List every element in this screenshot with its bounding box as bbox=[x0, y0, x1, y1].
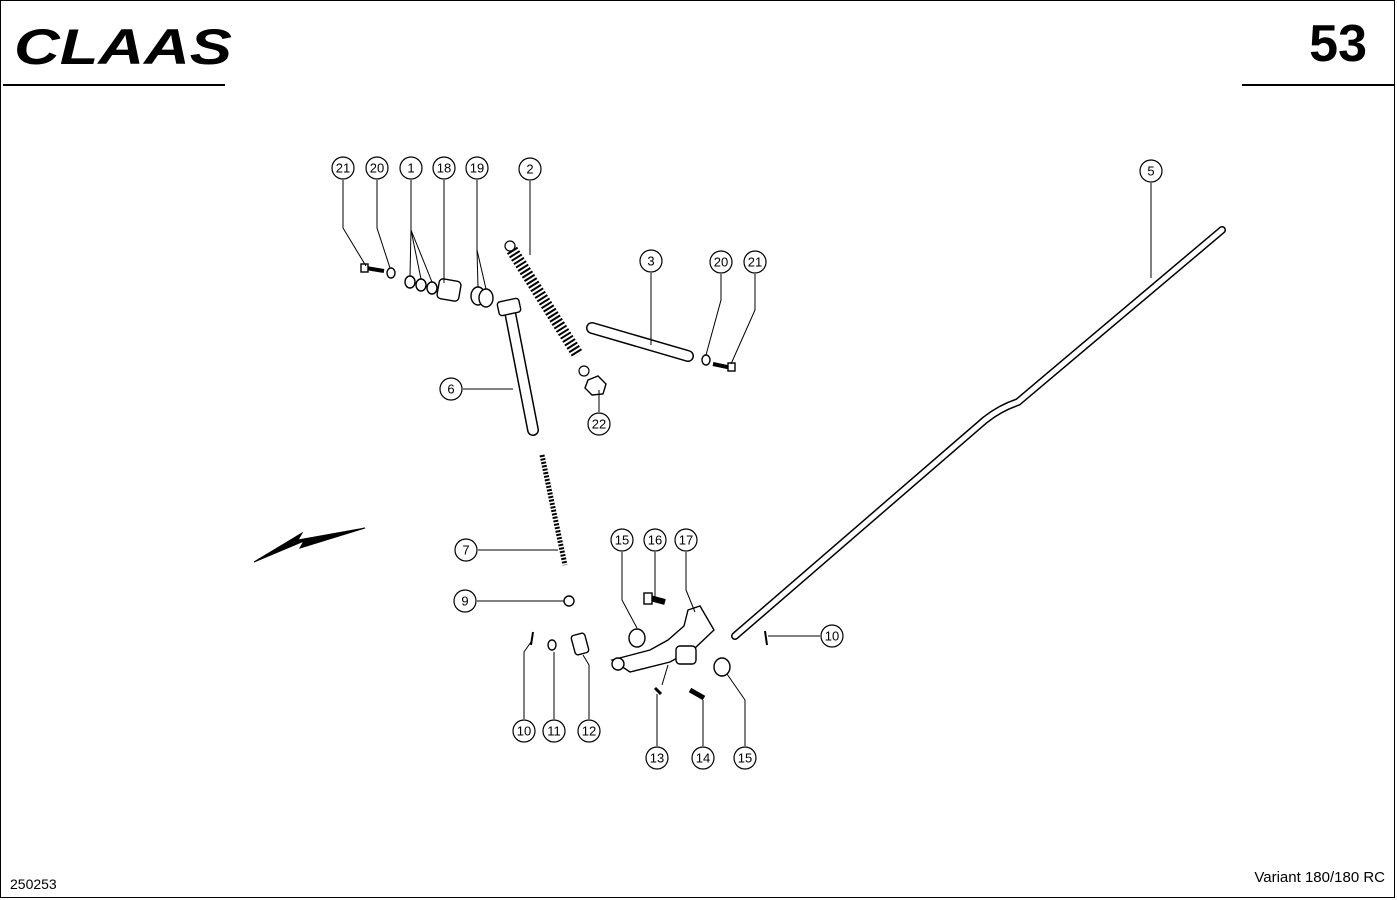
part-washer-20-upper bbox=[386, 267, 396, 279]
svg-text:7: 7 bbox=[462, 543, 469, 558]
svg-text:5: 5 bbox=[1147, 164, 1154, 179]
claas-logo: CLAAS bbox=[12, 19, 237, 75]
document-number: 250253 bbox=[10, 876, 57, 892]
callout-18: 18 bbox=[432, 156, 456, 180]
callout-15-upper: 15 bbox=[610, 528, 634, 552]
callout-21-upper: 21 bbox=[331, 156, 355, 180]
svg-text:11: 11 bbox=[547, 724, 561, 739]
part-washer-11 bbox=[547, 639, 557, 651]
page-number-underline bbox=[1242, 84, 1395, 86]
part-clevis-12 bbox=[570, 632, 590, 656]
svg-text:17: 17 bbox=[679, 533, 693, 548]
callout-14: 14 bbox=[691, 746, 715, 770]
svg-text:1: 1 bbox=[407, 161, 414, 176]
svg-text:9: 9 bbox=[461, 594, 468, 609]
callout-17: 17 bbox=[674, 528, 698, 552]
logo-underline bbox=[3, 84, 225, 86]
part-rod-5 bbox=[731, 226, 1226, 640]
callout-22: 22 bbox=[587, 412, 611, 436]
part-bolt-21-right bbox=[712, 362, 736, 372]
svg-text:20: 20 bbox=[714, 255, 728, 270]
part-pin-6 bbox=[496, 297, 539, 436]
svg-text:CLAAS: CLAAS bbox=[14, 22, 232, 70]
callout-7: 7 bbox=[454, 538, 478, 562]
svg-text:12: 12 bbox=[582, 724, 596, 739]
part-spring-2 bbox=[504, 240, 590, 377]
part-pin-13 bbox=[653, 686, 663, 696]
callout-10-left: 10 bbox=[512, 719, 536, 743]
callout-15-lower: 15 bbox=[733, 746, 757, 770]
svg-text:10: 10 bbox=[825, 629, 839, 644]
leader-lines bbox=[342, 180, 1152, 746]
part-threaded-rod-7 bbox=[539, 454, 568, 566]
callout-3: 3 bbox=[639, 249, 663, 273]
part-bushing-19 bbox=[470, 286, 494, 308]
svg-text:10: 10 bbox=[517, 724, 531, 739]
part-lever-17 bbox=[610, 605, 715, 673]
page-number: 53 bbox=[1309, 15, 1367, 73]
callout-12: 12 bbox=[577, 719, 601, 743]
svg-text:13: 13 bbox=[650, 751, 664, 766]
svg-text:15: 15 bbox=[615, 533, 629, 548]
callout-13: 13 bbox=[645, 746, 669, 770]
svg-text:18: 18 bbox=[437, 161, 451, 176]
part-nut-22 bbox=[584, 375, 607, 396]
callout-11: 11 bbox=[542, 719, 566, 743]
part-bolt-21-upper bbox=[360, 263, 385, 273]
callout-20-right: 20 bbox=[709, 250, 733, 274]
callout-10-right: 10 bbox=[820, 624, 844, 648]
part-nut-9 bbox=[563, 595, 575, 607]
callout-16: 16 bbox=[643, 528, 667, 552]
svg-text:21: 21 bbox=[748, 255, 762, 270]
part-bushing-15-upper bbox=[628, 628, 646, 648]
svg-text:16: 16 bbox=[648, 533, 662, 548]
svg-text:22: 22 bbox=[592, 417, 606, 432]
part-rod-3 bbox=[586, 322, 694, 362]
part-bushing-15-lower bbox=[713, 657, 731, 677]
svg-text:2: 2 bbox=[526, 162, 533, 177]
callout-2: 2 bbox=[518, 157, 542, 181]
svg-text:3: 3 bbox=[647, 254, 654, 269]
part-cotter-pin-10-left bbox=[530, 631, 534, 646]
part-pin-16 bbox=[643, 592, 666, 605]
svg-text:19: 19 bbox=[470, 161, 484, 176]
part-bolt-14 bbox=[688, 687, 706, 701]
svg-text:15: 15 bbox=[738, 751, 752, 766]
svg-text:6: 6 bbox=[447, 382, 454, 397]
svg-text:14: 14 bbox=[696, 751, 710, 766]
part-washer-20-right bbox=[701, 354, 711, 366]
callout-21-right: 21 bbox=[743, 250, 767, 274]
callout-19: 19 bbox=[465, 156, 489, 180]
part-cotter-pin-10-right bbox=[764, 630, 768, 646]
model-designation: Variant 180/180 RC bbox=[1254, 869, 1385, 886]
svg-text:21: 21 bbox=[336, 161, 350, 176]
callout-1: 1 bbox=[399, 156, 423, 180]
part-roller-18 bbox=[436, 278, 462, 302]
callout-6: 6 bbox=[439, 377, 463, 401]
svg-text:20: 20 bbox=[370, 161, 384, 176]
callout-5: 5 bbox=[1139, 159, 1163, 183]
callout-20-upper: 20 bbox=[365, 156, 389, 180]
direction-arrow bbox=[253, 527, 366, 563]
callout-9: 9 bbox=[453, 589, 477, 613]
